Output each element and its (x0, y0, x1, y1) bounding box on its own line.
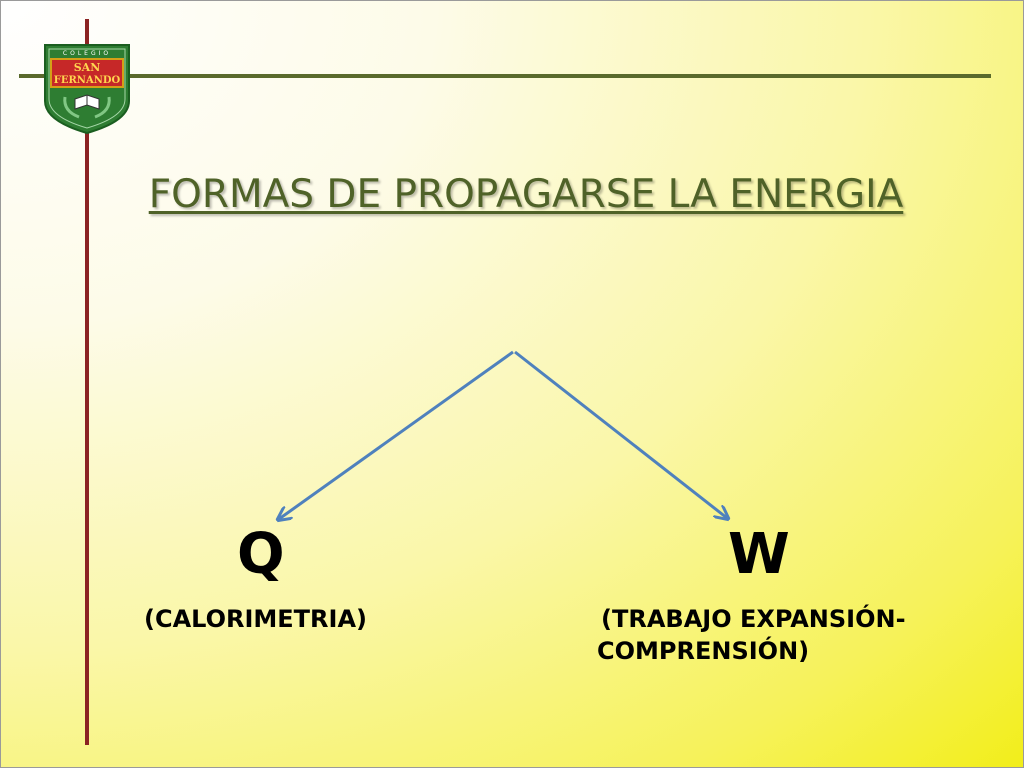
label-trabajo-line2: COMPRENSIÓN) (597, 637, 810, 665)
slide-title: FORMAS DE PROPAGARSE LA ENERGIA (148, 172, 904, 217)
arrow-to-w (514, 350, 727, 518)
label-calorimetria: (CALORIMETRIA) (144, 605, 368, 633)
horizontal-rule (19, 74, 991, 78)
crest-line2: FERNANDO (54, 75, 121, 86)
school-crest-logo: COLEGIO SAN FERNANDO (44, 44, 130, 135)
crest-line1: SAN (74, 61, 101, 74)
vertical-rule (85, 19, 89, 745)
label-trabajo: (TRABAJO EXPANSIÓN- COMPRENSIÓN) (597, 603, 937, 667)
symbol-w: W (728, 522, 790, 587)
symbol-q: Q (237, 522, 285, 587)
arrow-to-q (279, 350, 514, 519)
crest-top-text: COLEGIO (63, 50, 111, 57)
label-trabajo-line1: (TRABAJO EXPANSIÓN- (601, 605, 906, 633)
